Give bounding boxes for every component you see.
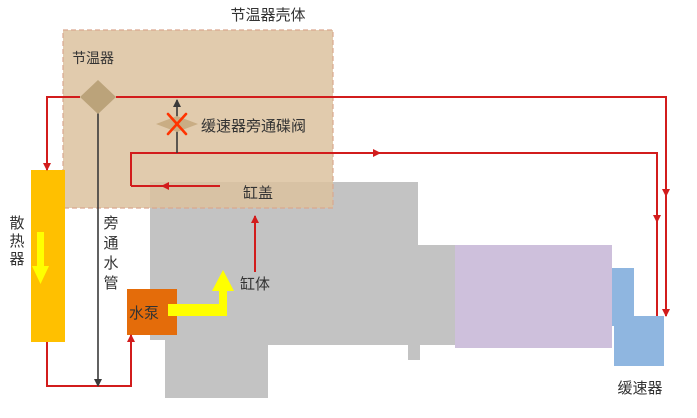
pump-output-arrow <box>168 270 234 316</box>
thermostat-housing <box>62 29 334 209</box>
water-pump-label: 水泵 <box>129 304 159 322</box>
thermostat-label: 节温器 <box>72 51 114 67</box>
thermostat-valve <box>80 80 116 114</box>
radiator-label-char: 热 <box>9 232 24 250</box>
valve-closed-x-icon <box>166 112 188 136</box>
radiator-label-char: 器 <box>9 250 24 268</box>
bypass-pipe-label-char: 通 <box>103 234 118 252</box>
bypass-pipe-label-char: 水 <box>103 254 118 272</box>
radiator-label-char: 散 <box>9 214 24 232</box>
gearbox <box>455 245 612 348</box>
coolant-flow-lines <box>43 96 670 387</box>
cylinder-block-label: 缸体 <box>240 275 270 293</box>
engine-block <box>150 182 455 398</box>
bypass-pipe-label-char: 管 <box>103 274 118 292</box>
retarder-body <box>612 268 634 326</box>
retarder-label: 缓速器 <box>617 379 662 397</box>
radiator-label: 散热器 <box>9 214 24 268</box>
bypass-valve-label: 缓速器旁通碟阀 <box>201 117 306 135</box>
radiator-flow-arrow <box>32 232 49 284</box>
bypass-pipe-label-char: 旁 <box>103 214 118 232</box>
radiator <box>31 170 65 342</box>
housing-title-label: 节温器壳体 <box>230 6 305 24</box>
cylinder-head-label: 缸盖 <box>243 184 273 202</box>
retarder-box <box>614 316 664 366</box>
